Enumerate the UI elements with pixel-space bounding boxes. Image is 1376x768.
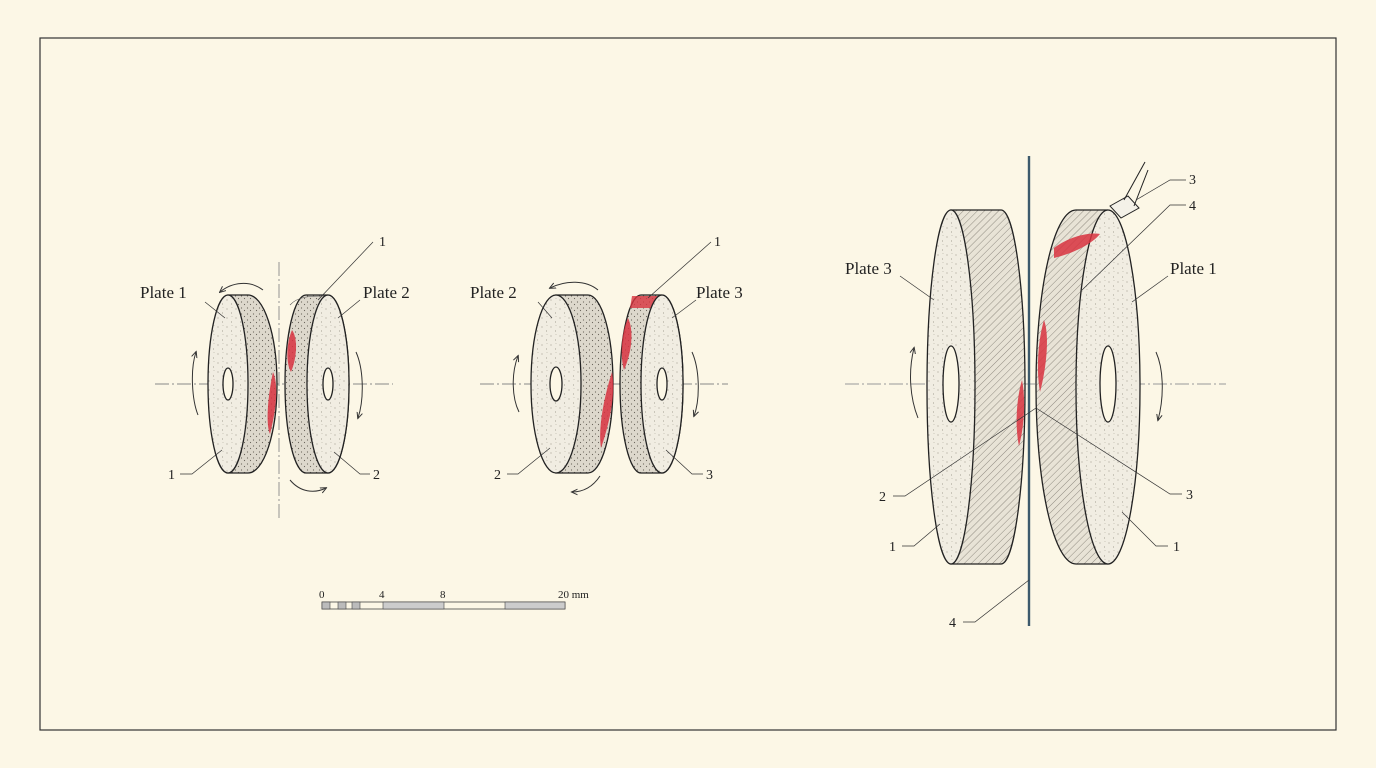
callout-label: 1 xyxy=(889,540,896,555)
rotation-arrow xyxy=(220,283,264,292)
callout-label: 3 xyxy=(1186,488,1193,503)
callout-label: 4 xyxy=(949,616,956,631)
scale-bar: 0 4 8 20 mm xyxy=(319,589,589,610)
scale-tick-label: 0 xyxy=(319,589,325,601)
center-hole xyxy=(1099,345,1117,423)
plate-disc-left xyxy=(207,294,278,474)
center-hole xyxy=(656,367,668,401)
tool-stylus xyxy=(1109,161,1149,219)
center-hole xyxy=(222,367,234,401)
center-hole xyxy=(549,366,563,402)
center-hole xyxy=(942,345,960,423)
plate-label-left: Plate 3 xyxy=(845,259,892,278)
figure-1: Plate 1 Plate 2 1 1 2 xyxy=(140,235,410,518)
figure-2: Plate 2 Plate 3 1 2 3 xyxy=(470,235,743,492)
rotation-arrow xyxy=(192,352,199,416)
callout-label: 4 xyxy=(1189,199,1196,214)
plate-label-right: Plate 2 xyxy=(363,283,410,302)
scale-tick-label: 4 xyxy=(379,589,385,601)
callout-label: 1 xyxy=(714,235,721,250)
callout-label: 2 xyxy=(494,468,501,483)
rotation-arrow xyxy=(1155,351,1163,420)
contact-mark xyxy=(621,318,632,370)
plate-disc-right xyxy=(619,294,684,474)
contact-mark xyxy=(267,372,277,434)
rotation-arrow xyxy=(911,348,919,419)
contact-mark xyxy=(1016,380,1025,446)
scale-end-label: 20 mm xyxy=(558,589,589,601)
plate-label-left: Plate 1 xyxy=(140,283,187,302)
callout-label: 1 xyxy=(379,235,386,250)
callout-label: 1 xyxy=(1173,540,1180,555)
callout-label: 3 xyxy=(1189,173,1196,188)
callout-label: 2 xyxy=(373,468,380,483)
plate-disc-right xyxy=(1035,209,1141,565)
center-hole xyxy=(322,367,334,401)
plate-disc-left xyxy=(926,209,1026,565)
contact-mark xyxy=(1037,320,1047,392)
sheet-border xyxy=(39,37,1337,731)
plate-disc-left xyxy=(530,294,614,474)
plate-label-right: Plate 3 xyxy=(696,283,743,302)
plate-label-right: Plate 1 xyxy=(1170,259,1217,278)
figure-3: Plate 3 Plate 1 3 4 2 1 3 1 4 xyxy=(845,156,1226,631)
callout-label: 1 xyxy=(168,468,175,483)
rotation-arrow xyxy=(355,351,362,418)
contact-mark xyxy=(287,330,297,372)
scale-tick-label: 8 xyxy=(440,589,446,601)
plate-disc-right xyxy=(284,294,350,474)
rotation-arrow xyxy=(572,475,601,492)
callout-label: 3 xyxy=(706,468,713,483)
rotation-arrow xyxy=(289,479,326,491)
callout-label: 2 xyxy=(879,490,886,505)
contact-mark xyxy=(1054,233,1100,258)
rotation-arrow xyxy=(691,351,698,416)
rotation-arrow xyxy=(512,356,520,413)
contact-mark xyxy=(600,372,614,448)
rotation-arrow xyxy=(550,281,599,291)
plate-label-left: Plate 2 xyxy=(470,283,517,302)
